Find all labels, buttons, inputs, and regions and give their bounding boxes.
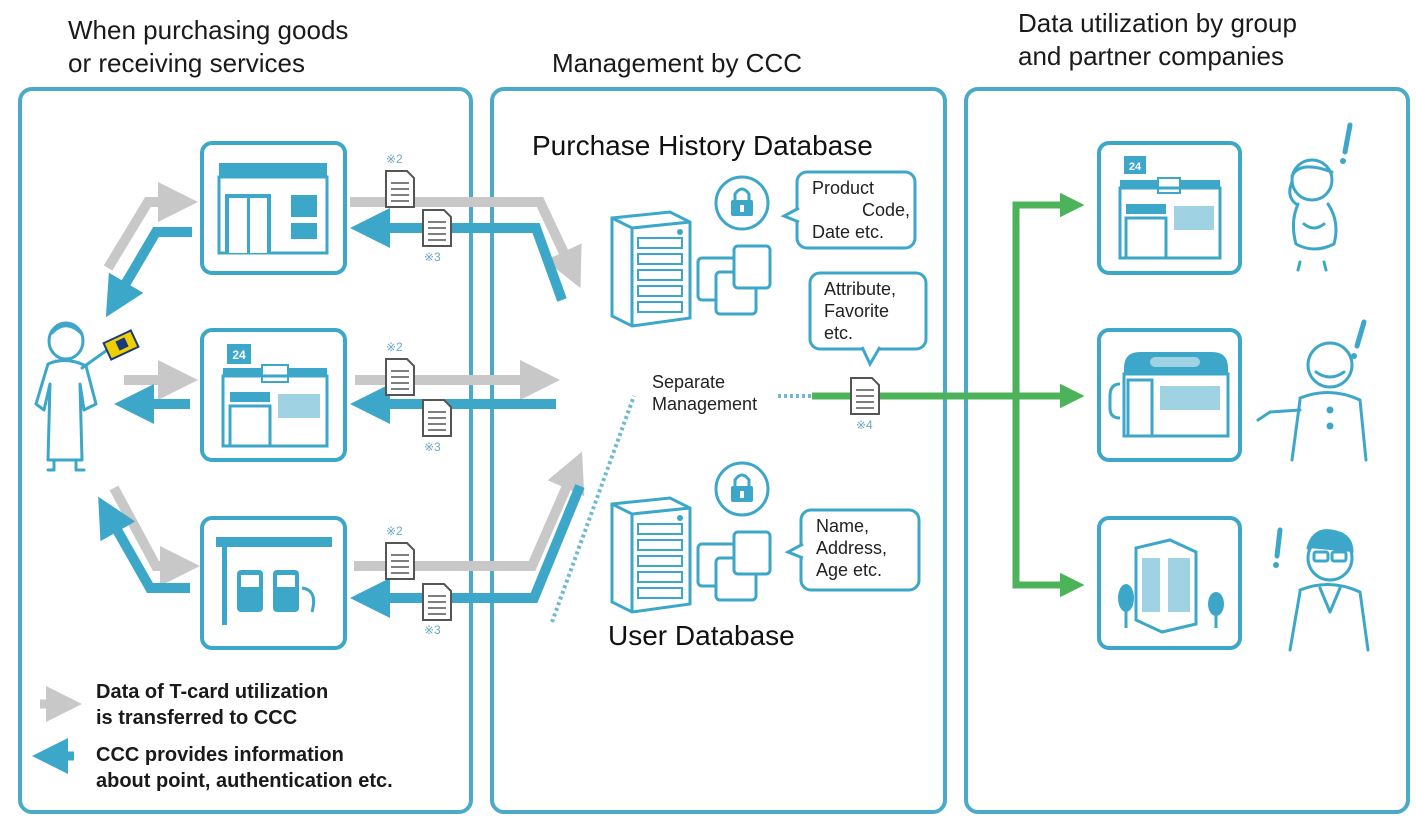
separate-line2: Management bbox=[652, 394, 758, 414]
gray-arrow-to-store1 bbox=[103, 182, 198, 271]
separate-dotted-line-diagonal bbox=[550, 395, 636, 623]
exclamation-icon bbox=[1354, 319, 1367, 349]
note-2-top: ※2 bbox=[386, 152, 403, 166]
document-icon bbox=[422, 399, 452, 437]
attribute-bubble-text: Attribute, Favorite etc. bbox=[824, 278, 896, 344]
businessman-exclamation-figure-icon bbox=[1288, 529, 1370, 652]
user-bubble-line1: Name, bbox=[816, 516, 870, 536]
man-exclamation-figure-icon bbox=[1256, 341, 1368, 462]
green-arrow-to-partner1 bbox=[1012, 192, 1085, 396]
legend-blue-line2: about point, authentication etc. bbox=[96, 770, 393, 792]
partner-convenience-store-icon bbox=[1097, 141, 1242, 275]
attribute-bubble-line3: etc. bbox=[824, 323, 854, 343]
legend-gray-text: Data of T-card utilization is transferre… bbox=[96, 679, 328, 731]
separate-line1: Separate bbox=[652, 372, 726, 392]
document-icon bbox=[422, 583, 452, 621]
right-title-line2: and partner companies bbox=[1018, 41, 1284, 71]
note-2-middle: ※2 bbox=[386, 340, 403, 354]
exclamation-dot-icon bbox=[1340, 158, 1346, 164]
user-bubble-line3: Age etc. bbox=[816, 560, 883, 580]
lock-icon bbox=[731, 187, 753, 216]
attribute-bubble bbox=[808, 271, 928, 368]
legend-blue-text: CCC provides information about point, au… bbox=[96, 742, 393, 794]
legend-gray-line1: Data of T-card utilization bbox=[96, 681, 329, 703]
user-bubble-line2: Address, bbox=[816, 538, 888, 558]
blue-arrow-ccc-to-store1 bbox=[350, 208, 567, 302]
customer-figure-icon bbox=[34, 321, 112, 472]
partner-office-building-icon bbox=[1097, 516, 1242, 650]
document-icon bbox=[385, 358, 415, 396]
left-title-line1: When purchasing goods bbox=[68, 15, 349, 45]
user-info-bubble-text: Name, Address, Age etc. bbox=[816, 515, 887, 581]
purchase-history-server-icon bbox=[610, 175, 772, 328]
middle-column-title: Management by CCC bbox=[552, 48, 802, 78]
gray-arrow-to-store3 bbox=[109, 485, 200, 586]
note-3-bottom: ※3 bbox=[424, 623, 441, 637]
user-database-server-icon bbox=[610, 461, 772, 614]
store-sign-24-right: 24 bbox=[1129, 161, 1142, 173]
exclamation-icon bbox=[1274, 527, 1283, 559]
note-2-bottom: ※2 bbox=[386, 524, 403, 538]
document-icon bbox=[850, 377, 880, 415]
separate-management-label: Separate Management bbox=[652, 371, 757, 415]
note-3-top: ※3 bbox=[424, 250, 441, 264]
attribute-bubble-line2: Favorite bbox=[824, 301, 890, 321]
store-sign-24-left: 24 bbox=[232, 348, 246, 362]
lock-icon bbox=[731, 473, 753, 502]
note-4: ※4 bbox=[856, 418, 873, 432]
right-column-title: Data utilization by group and partner co… bbox=[1018, 7, 1297, 73]
convenience-store-1-icon bbox=[200, 141, 347, 275]
exclamation-dot-icon bbox=[1273, 562, 1279, 568]
legend-blue-line1: CCC provides information bbox=[96, 744, 344, 766]
purchase-history-database-title: Purchase History Database bbox=[532, 130, 873, 161]
product-code-bubble bbox=[780, 170, 917, 250]
legend-gray-line2: is transferred to CCC bbox=[96, 707, 298, 729]
document-icon bbox=[422, 209, 452, 247]
purchase-bubble-line2: Code, bbox=[861, 200, 910, 220]
left-column-title: When purchasing goods or receiving servi… bbox=[68, 14, 348, 80]
exclamation-icon bbox=[1342, 122, 1353, 155]
purchase-bubble-line1: Product bbox=[812, 178, 875, 198]
green-arrow-to-partner3 bbox=[1012, 396, 1085, 598]
purchase-bubble-line3: Date etc. bbox=[812, 222, 885, 242]
attribute-bubble-line1: Attribute, bbox=[824, 279, 897, 299]
blue-arrow-from-store1 bbox=[105, 227, 192, 318]
user-database-title: User Database bbox=[608, 620, 795, 651]
gas-station-icon bbox=[200, 516, 347, 650]
exclamation-dot-icon bbox=[1351, 353, 1357, 359]
right-title-line1: Data utilization by group bbox=[1018, 8, 1297, 38]
blue-arrow-from-store3 bbox=[98, 496, 190, 593]
t-card-icon bbox=[102, 329, 140, 361]
convenience-store-2-icon bbox=[200, 328, 347, 462]
note-3-middle: ※3 bbox=[424, 440, 441, 454]
document-icon bbox=[385, 542, 415, 580]
document-icon bbox=[385, 170, 415, 208]
user-info-bubble bbox=[784, 508, 921, 592]
left-title-line2: or receiving services bbox=[68, 48, 305, 78]
partner-shop-icon bbox=[1097, 328, 1242, 462]
product-code-bubble-text: Product Code, Date etc. bbox=[812, 177, 910, 243]
woman-exclamation-figure-icon bbox=[1288, 158, 1338, 272]
